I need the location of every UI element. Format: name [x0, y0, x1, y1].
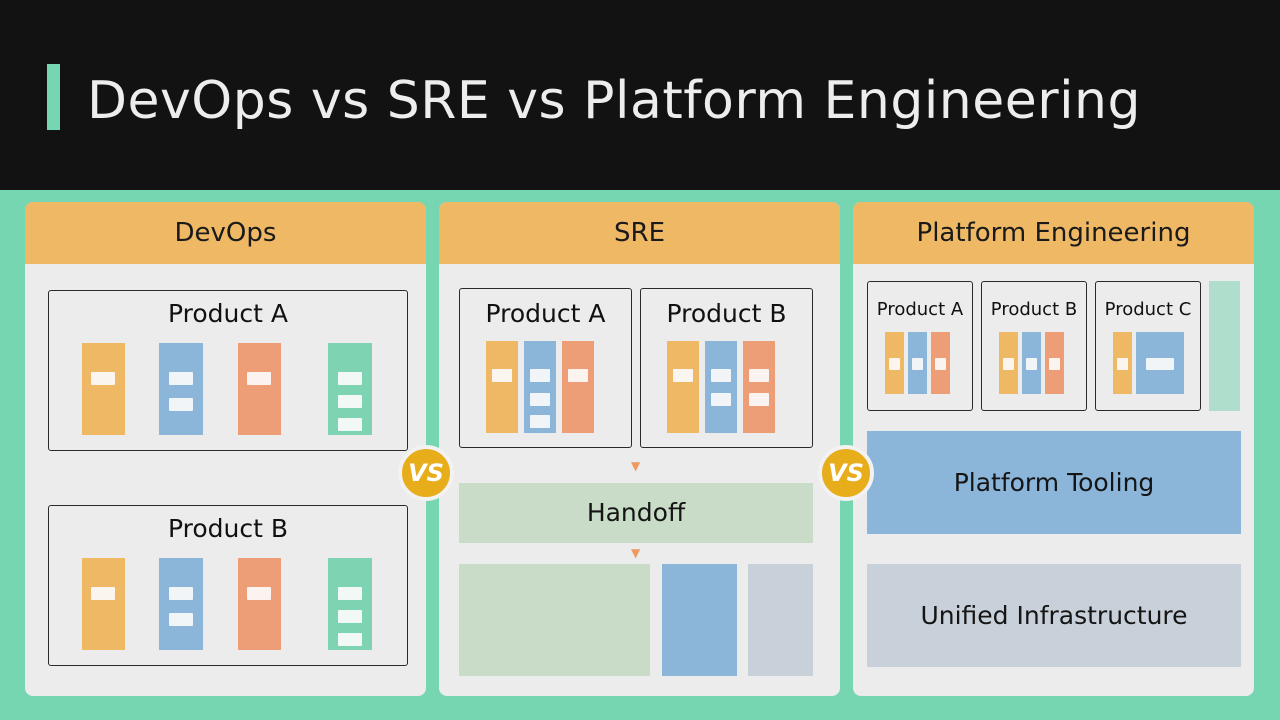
task-card	[749, 393, 769, 406]
task-card	[247, 372, 271, 385]
devops-panel: DevOps Product A Product B	[25, 202, 426, 696]
devops-heading: DevOps	[25, 202, 426, 264]
team-column	[159, 558, 203, 650]
team-column	[486, 341, 518, 433]
task-card	[338, 372, 362, 385]
sre-product-a-box: Product A	[459, 288, 632, 448]
team-column	[524, 341, 556, 433]
down-arrow-icon: ▼	[631, 459, 641, 473]
task-card	[1026, 358, 1037, 370]
sre-product-b-label: Product B	[666, 299, 787, 328]
task-card	[169, 613, 193, 626]
sre-product-a-label: Product A	[485, 299, 606, 328]
task-card	[530, 393, 550, 406]
team-column	[82, 343, 125, 435]
team-column	[159, 343, 203, 435]
sre-panel: SRE Product A Product B ▼ Handoff ▼	[439, 202, 840, 696]
task-card	[338, 633, 362, 646]
platform-product-c-label: Product C	[1104, 299, 1192, 320]
vs-badge-label: VS	[828, 459, 864, 487]
platform-heading: Platform Engineering	[853, 202, 1254, 264]
team-column	[562, 341, 594, 433]
sre-product-b-box: Product B	[640, 288, 813, 448]
team-column	[931, 332, 950, 394]
task-card	[91, 372, 115, 385]
team-column	[705, 341, 737, 433]
unified-infrastructure-block: Unified Infrastructure	[867, 564, 1241, 667]
handoff-block: Handoff	[459, 483, 813, 543]
more-products-block	[1209, 281, 1240, 411]
vs-badge: VS	[818, 445, 874, 501]
team-column	[885, 332, 904, 394]
devops-product-a-box: Product A	[48, 290, 408, 451]
task-card	[169, 372, 193, 385]
devops-product-b-label: Product B	[167, 514, 289, 543]
task-card	[1146, 358, 1174, 370]
ops-block	[748, 564, 813, 676]
team-column	[667, 341, 699, 433]
team-column	[1136, 332, 1184, 394]
task-card	[1117, 358, 1128, 370]
title-accent-bar	[47, 64, 60, 130]
team-column	[328, 558, 372, 650]
task-card	[935, 358, 946, 370]
task-card	[749, 369, 769, 382]
down-arrow-icon: ▼	[631, 546, 641, 560]
title-bar: DevOps vs SRE vs Platform Engineering	[0, 0, 1280, 190]
sre-heading: SRE	[439, 202, 840, 264]
task-card	[673, 369, 693, 382]
task-card	[912, 358, 923, 370]
task-card	[889, 358, 900, 370]
task-card	[530, 415, 550, 428]
task-card	[247, 587, 271, 600]
task-card	[711, 393, 731, 406]
vs-badge: VS	[398, 445, 454, 501]
platform-panel: Platform Engineering Product A Product B…	[853, 202, 1254, 696]
team-column	[908, 332, 927, 394]
platform-product-b-label: Product B	[990, 299, 1078, 320]
platform-product-b-box: Product B	[981, 281, 1087, 411]
task-card	[711, 369, 731, 382]
task-card	[492, 369, 512, 382]
task-card	[169, 398, 193, 411]
platform-product-a-box: Product A	[867, 281, 973, 411]
team-column	[238, 343, 281, 435]
task-card	[338, 395, 362, 408]
devops-product-a-label: Product A	[168, 299, 288, 328]
task-card	[169, 587, 193, 600]
team-column	[328, 343, 372, 435]
ops-block	[459, 564, 650, 676]
platform-product-c-box: Product C	[1095, 281, 1201, 411]
task-card	[1003, 358, 1014, 370]
team-column	[999, 332, 1018, 394]
task-card	[1049, 358, 1060, 370]
platform-tooling-block: Platform Tooling	[867, 431, 1241, 534]
team-column	[1022, 332, 1041, 394]
page-title: DevOps vs SRE vs Platform Engineering	[87, 71, 1142, 131]
task-card	[530, 369, 550, 382]
task-card	[338, 418, 362, 431]
team-column	[82, 558, 125, 650]
team-column	[1113, 332, 1132, 394]
ops-block	[662, 564, 737, 676]
task-card	[338, 587, 362, 600]
team-column	[743, 341, 775, 433]
vs-badge-label: VS	[408, 459, 444, 487]
devops-product-b-box: Product B	[48, 505, 408, 666]
platform-product-a-label: Product A	[876, 299, 964, 320]
task-card	[568, 369, 588, 382]
team-column	[238, 558, 281, 650]
task-card	[91, 587, 115, 600]
task-card	[338, 610, 362, 623]
team-column	[1045, 332, 1064, 394]
